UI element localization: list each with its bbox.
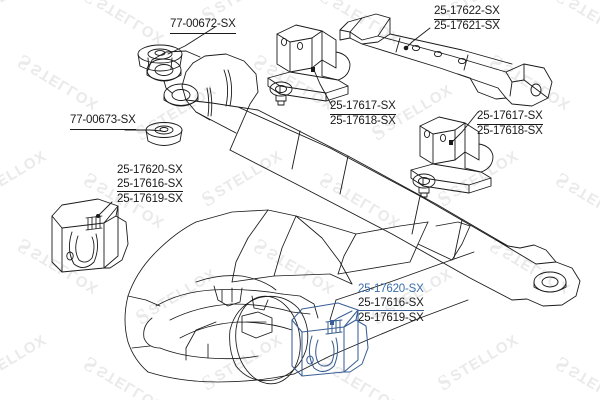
label-25-17622-crossmember: 25-17622-SX 25-17621-SX: [434, 5, 500, 34]
label-line: 25-17616-SX: [358, 296, 424, 309]
callout-dots: [96, 45, 453, 218]
label-line: 25-17618-SX: [330, 113, 396, 127]
leader-77-00673: [124, 129, 163, 132]
part-77-00673-bushing: [145, 122, 183, 146]
leader-25-17620-left: [97, 201, 113, 217]
part-25-17620-left-block: [51, 198, 129, 273]
label-line: 25-17616-SX: [117, 177, 183, 190]
part-25-17617-center-mount: [267, 24, 351, 106]
part-77-00672-bushing: [137, 44, 183, 72]
callout-dots-highlighted: [330, 320, 334, 325]
subframe-crossmember-main: [146, 50, 581, 307]
label-25-17620-highlighted: 25-17620-SX 25-17616-SX 25-17619-SX: [358, 283, 424, 325]
label-line: 25-17617-SX: [477, 110, 543, 122]
part-25-17622-crossmember: [339, 13, 553, 107]
leader-25-17617-center: [313, 69, 333, 107]
label-25-17617-right: 25-17617-SX 25-17618-SX: [477, 110, 543, 139]
label-25-17617-center: 25-17617-SX 25-17618-SX: [330, 100, 396, 129]
leader-25-17622: [405, 27, 431, 49]
leader-25-17617-right: [451, 111, 479, 143]
part-25-17620-highlighted: [291, 302, 369, 377]
label-line: 25-17618-SX: [477, 123, 543, 137]
label-line: 25-17617-SX: [330, 100, 396, 112]
label-line: 25-17622-SX: [434, 5, 500, 17]
label-line-highlighted: 25-17620-SX: [358, 283, 424, 295]
label-line: 77-00672-SX: [170, 18, 236, 34]
label-25-17620-left-block: 25-17620-SX 25-17616-SX 25-17619-SX: [117, 164, 183, 206]
label-line: 25-17621-SX: [434, 18, 500, 32]
label-77-00672: 77-00672-SX: [170, 18, 236, 34]
leader-lines: [97, 26, 479, 217]
label-line: 25-17620-SX: [117, 164, 183, 176]
vehicle-body-outline: [124, 209, 475, 385]
label-line: 77-00673-SX: [70, 114, 136, 130]
label-line: 25-17619-SX: [358, 310, 424, 324]
part-25-17617-right-mount: [410, 116, 494, 198]
label-77-00673: 77-00673-SX: [70, 114, 136, 130]
label-line: 25-17619-SX: [117, 191, 183, 205]
